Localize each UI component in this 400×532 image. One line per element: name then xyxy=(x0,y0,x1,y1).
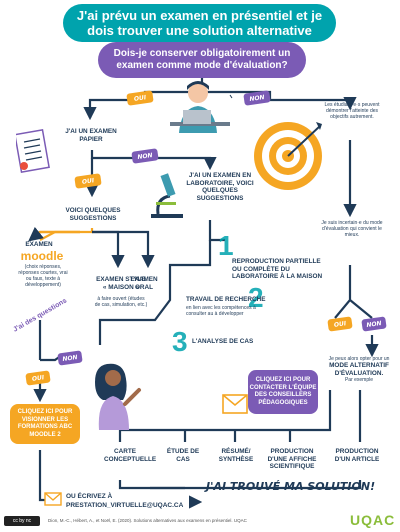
oui-label: OUI xyxy=(133,93,147,103)
unsure-text: Je suis incertain·e du mode d'évaluation… xyxy=(321,220,383,238)
microscope-icon xyxy=(151,173,183,218)
moodle-exam-title: Examen xyxy=(25,241,53,248)
non-label: NON xyxy=(249,93,265,103)
students-text: Les étudiant·e·s peuvent démontrer l'att… xyxy=(324,102,380,120)
person-laptop-illustration xyxy=(170,81,230,133)
maison-exam-desc: à faire ouvert (études de cas, simulatio… xyxy=(94,296,148,308)
suggestions-label: Voici quelques suggestions xyxy=(65,207,121,222)
oui-label-right: OUI xyxy=(333,319,347,329)
alt-poster: Production d'une affiche scientifique xyxy=(267,448,317,471)
number-2: 2 xyxy=(248,282,264,313)
paper-exam-label: J'ai un examen papier xyxy=(65,128,117,143)
contact-button[interactable]: Cliquez ici pour contacter l'équipe des … xyxy=(248,370,318,414)
email-link[interactable]: PRESTATION_VIRTUELLE@UQAC.CA xyxy=(66,502,184,509)
alt-concept-map: Carte conceptuelle xyxy=(104,448,157,463)
moodle-exam-desc: (choix réponses, réponses courtes, vrai … xyxy=(18,264,68,288)
envelope-icon xyxy=(222,394,248,414)
footer-citation: Dion, M.-C., Hébert, A., et Noël, E. (20… xyxy=(48,518,247,523)
target-icon xyxy=(254,122,322,190)
number-1: 1 xyxy=(218,230,234,261)
alt-mode-line-3: Par exemple xyxy=(344,377,374,384)
alt-case-study: Étude de cas xyxy=(166,448,200,463)
lab-exam-label: J'ai un examen en laboratoire, voici que… xyxy=(186,172,254,202)
alt-mode-block: Je peux alors opter pour un mode alterna… xyxy=(326,356,392,383)
license-badge: cc by nc xyxy=(4,516,40,526)
solution-text: J'ai trouvé ma solution! xyxy=(206,480,376,493)
alt-summary: Résumé/ synthèse xyxy=(218,448,254,463)
alt-mode-line-1: Je peux alors opter pour un xyxy=(328,356,390,362)
non-label-right: NON xyxy=(366,319,382,329)
oui-label-paper: OUI xyxy=(81,176,95,186)
non-label-lab: NON xyxy=(137,151,153,161)
lab-option-2-title: Travail de recherche xyxy=(186,296,266,303)
training-button[interactable]: Cliquez ici pour visionner les formation… xyxy=(10,404,80,444)
oui-label-questions: OUI xyxy=(31,373,45,383)
moodle-logo: moodle xyxy=(20,249,64,263)
test-sheet-icon xyxy=(16,128,50,174)
main-question: Dois-je conserver obligatoirement un exa… xyxy=(98,42,306,78)
envelope-icon-email xyxy=(44,492,62,506)
number-3: 3 xyxy=(172,326,188,357)
alt-article: Production d'un article xyxy=(334,448,380,463)
page-title: J'ai prévu un examen en présentiel et je… xyxy=(63,4,336,42)
lab-option-1: Reproduction partielle ou complète du la… xyxy=(232,258,323,281)
lab-option-2-desc: en lien avec les compétences à consulter… xyxy=(186,305,256,317)
oral-exam-title: Examen oral xyxy=(130,276,158,291)
alt-mode-line-2: mode alternatif d'évaluation. xyxy=(329,362,389,377)
woman-illustration xyxy=(95,363,141,430)
non-label-questions: NON xyxy=(62,353,78,363)
lab-option-3: L'analyse de cas xyxy=(192,338,254,345)
maison-exam-title: Examen style « maison » xyxy=(96,276,146,291)
uqac-logo: UQAC xyxy=(350,512,396,528)
email-prompt: Ou écrivez à xyxy=(66,493,113,500)
